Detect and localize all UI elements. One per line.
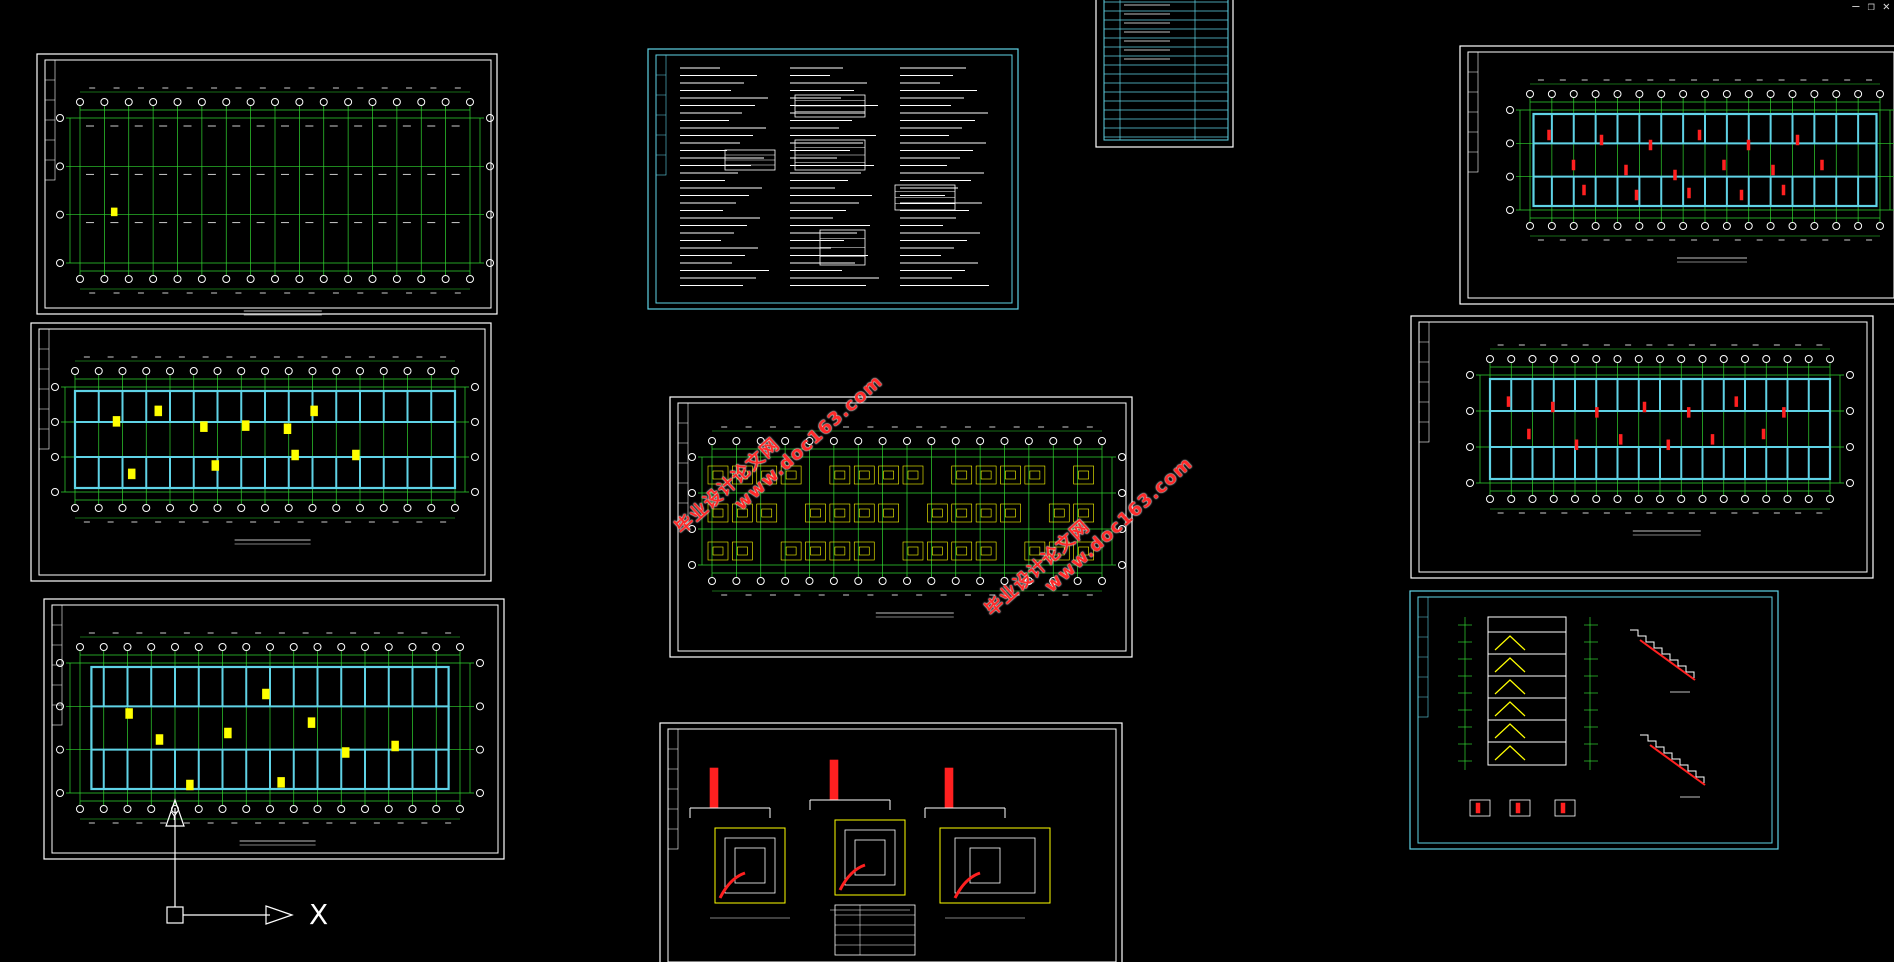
sheet-plan-4[interactable] bbox=[1459, 45, 1894, 305]
restore-icon[interactable]: ❐ bbox=[1867, 0, 1875, 13]
sheet-notes[interactable] bbox=[647, 48, 1019, 310]
sheet-plan-1[interactable] bbox=[36, 53, 498, 316]
sheet-foundation-details[interactable] bbox=[659, 722, 1123, 962]
ucs-y-label: Y bbox=[170, 810, 178, 823]
sheet-stair[interactable] bbox=[1409, 590, 1779, 850]
sheet-foundation-plan[interactable] bbox=[669, 396, 1133, 658]
close-icon[interactable]: ✕ bbox=[1882, 0, 1890, 13]
sheet-plan-3[interactable] bbox=[43, 598, 505, 860]
ucs-x-label: X bbox=[309, 898, 329, 931]
ucs-icon[interactable]: Y bbox=[165, 798, 294, 925]
minimize-icon[interactable]: — bbox=[1852, 0, 1860, 13]
sheet-plan-2[interactable] bbox=[30, 322, 492, 582]
sheet-plan-5[interactable] bbox=[1410, 315, 1874, 579]
window-controls: — ❐ ✕ bbox=[1852, 0, 1890, 14]
sheet-drawing-list[interactable] bbox=[1095, 0, 1234, 148]
